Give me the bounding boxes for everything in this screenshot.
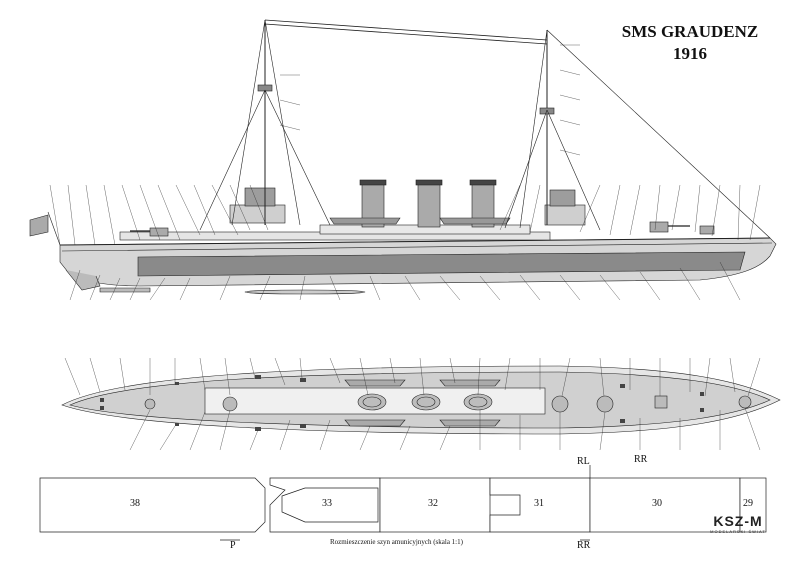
side-profile (29, 19, 777, 301)
panel-label-33: 33 (322, 498, 332, 509)
panel-label-38: 38 (130, 498, 140, 509)
panel-38 (39, 477, 266, 533)
panel-label-31: 31 (534, 498, 544, 509)
label-p: P (230, 540, 236, 551)
armour-stripe (137, 251, 746, 277)
drawing-title: SMS GRAUDENZ (621, 22, 759, 41)
label-rr-lower: RR (577, 540, 591, 551)
panel-label-30: 30 (652, 498, 662, 509)
label-rr-upper: RR (634, 454, 648, 465)
funnel-top-1 (357, 393, 387, 411)
panel-label-32: 32 (428, 498, 438, 509)
drawing-caption: Rozmieszczenie szyn amunicyjnych (skala … (330, 538, 463, 546)
funnel-2 (417, 182, 441, 228)
logo-text: KSZ-M (713, 513, 763, 529)
publisher-logo: KSZ-M MODELARSKI ŚWIAT (698, 513, 778, 534)
label-rl: RL (577, 456, 590, 467)
panel-label-29: 29 (743, 498, 753, 509)
rail-panels (39, 465, 767, 541)
top-plan (61, 357, 781, 451)
logo-subtext: MODELARSKI ŚWIAT (710, 529, 766, 534)
funnel-top-3 (463, 393, 493, 411)
panel-32 (379, 477, 491, 533)
panel-29 (739, 477, 767, 533)
funnel-top-2 (411, 393, 441, 411)
drawing-year: 1916 (673, 44, 707, 63)
panel-30 (589, 477, 741, 533)
